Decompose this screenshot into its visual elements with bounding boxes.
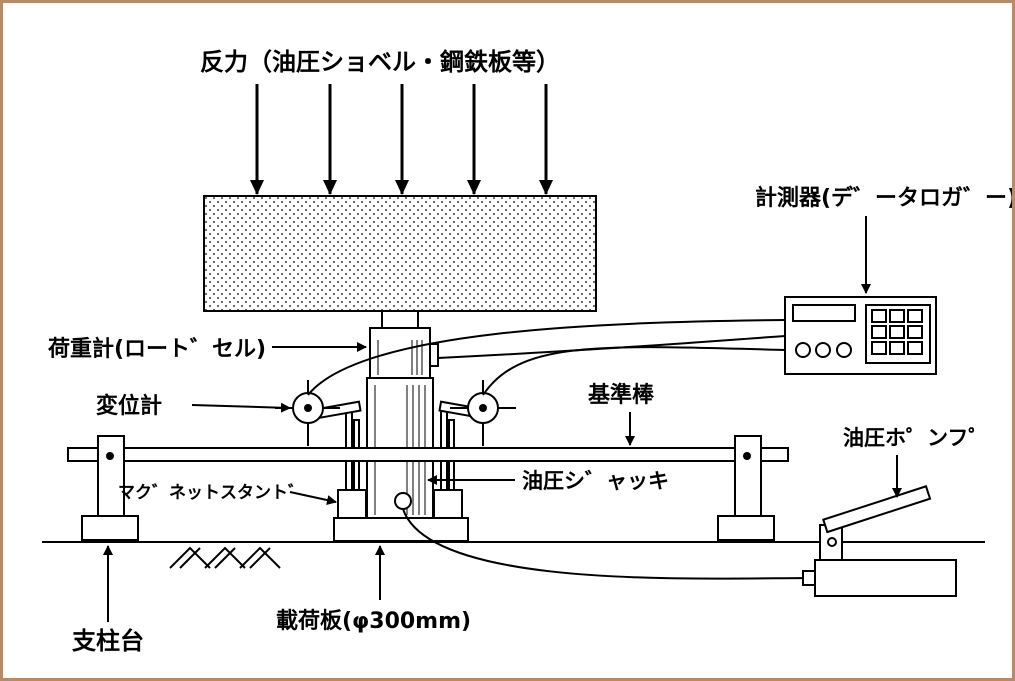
label-loading-plate: 載荷板(φ300mm)	[276, 608, 471, 634]
label-magnet-stand: マク゛ネットスタント゛	[118, 482, 305, 503]
cables	[307, 319, 816, 580]
label-hydraulic-pump: 油圧ホ゜ンフ゜	[843, 426, 989, 450]
label-reaction: 反力（油圧ショベル・鋼鉄板等）	[200, 48, 560, 76]
reaction-block	[203, 195, 597, 312]
label-load-cell: 荷重計(ロート゛セル)	[48, 336, 266, 362]
arrow-displacement	[191, 402, 291, 413]
label-reference-beam: 基準棒	[588, 382, 655, 408]
data-logger	[784, 296, 937, 375]
jack-top-cap	[381, 310, 419, 329]
load-cell	[369, 327, 439, 379]
reference-beam	[67, 447, 789, 462]
magnet-stand-base-left	[337, 489, 367, 519]
magnet-stand-base-right	[433, 489, 463, 519]
label-logger: 計測器(デ゛ータロガ゛ー)	[755, 185, 1012, 211]
label-support: 支柱台	[72, 627, 144, 655]
label-hydraulic-jack: 油圧シ゛ャッキ	[522, 469, 669, 493]
support-right	[717, 435, 775, 541]
ground-hatch	[169, 546, 281, 569]
arrow-magnet-stand	[289, 491, 337, 505]
support-left	[81, 435, 139, 541]
label-displacement: 変位計	[96, 393, 162, 419]
displacement-gauge-right	[450, 380, 516, 446]
hydraulic-pump	[802, 485, 957, 597]
loading-plate	[333, 517, 469, 542]
reaction-arrows	[250, 84, 553, 195]
plate-load-test-diagram: 反力（油圧ショベル・鋼鉄板等） 計測器(デ゛ータロガ゛ー) 荷重計(ロート゛セル…	[42, 48, 1012, 655]
